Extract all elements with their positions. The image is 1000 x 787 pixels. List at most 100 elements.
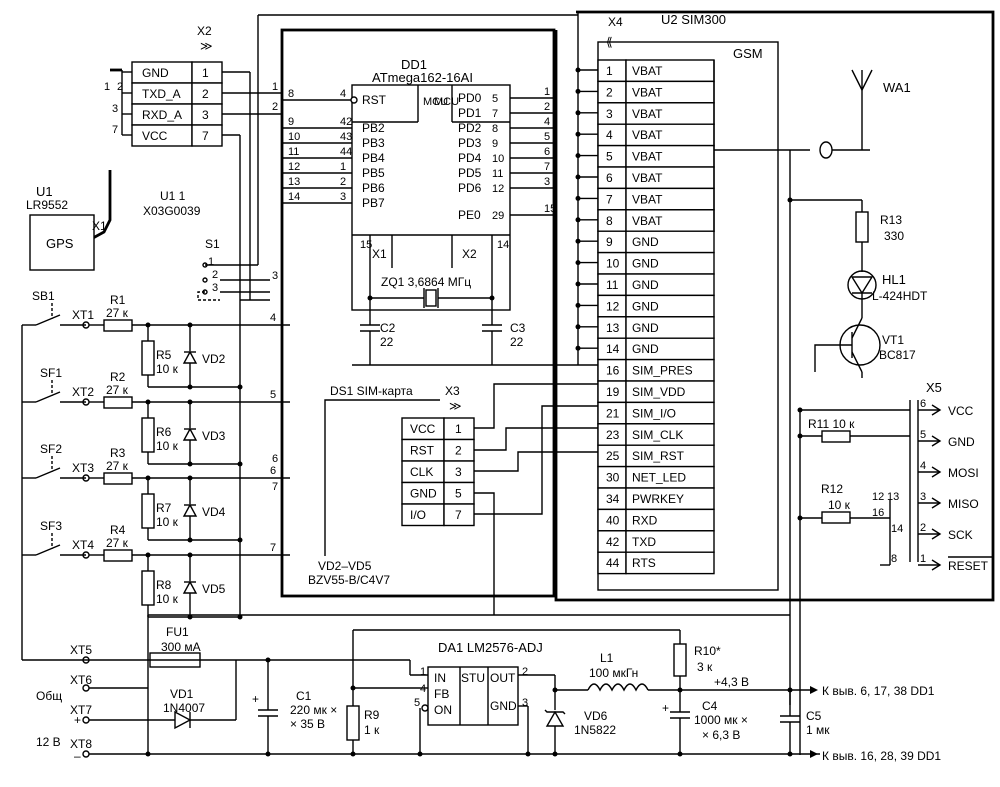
svg-text:R10*: R10* [694,644,721,658]
x3-pin-num: 3 [455,465,462,479]
svg-text:ON: ON [434,703,452,717]
x2-pin-num: 3 [202,108,209,122]
x5-pin-num: 2 [920,522,926,534]
u2-pin-label: VBAT [632,107,663,121]
svg-text:3: 3 [212,282,218,294]
dd1-pin-num: 1 [340,161,346,173]
u2-pin-label: VBAT [632,64,663,78]
gps-cable [92,170,112,240]
svg-text:7: 7 [270,542,276,554]
u2-pin-label: GND [632,235,659,249]
u2-pin-num: 9 [606,235,613,249]
svg-text:3: 3 [272,270,278,282]
svg-text:L-424HDT: L-424HDT [872,289,928,303]
u2-pin-num: 7 [606,192,613,206]
u2-pin-label: VBAT [632,85,663,99]
svg-text:R6: R6 [156,425,172,439]
x3-pin-label: VCC [410,422,436,436]
svg-text:8: 8 [891,553,897,565]
dd1-pin-num: 2 [340,176,346,188]
x5-pin-label: MISO [948,497,979,511]
dd1-wire: 7 [544,161,550,173]
u2-pin-num: 30 [606,471,620,485]
dd1-x2: X2 [462,247,477,261]
diode-label: VD4 [202,505,226,519]
u2-pin-label: SIM_CLK [632,428,683,442]
svg-text:1N5822: 1N5822 [574,723,616,737]
u2-pin-label: NET_LED [632,471,686,485]
dd1-pin-label: PB6 [362,181,385,195]
dd1-pin-num: 43 [340,131,352,143]
x5-pin-label: MOSI [948,466,979,480]
svg-text:C1: C1 [296,689,312,703]
svg-text:10 к: 10 к [156,362,179,376]
dd1-pin-num: 44 [340,146,352,158]
u2-pin-label: VBAT [632,192,663,206]
diode-label: VD2 [202,352,226,366]
svg-text:OUT: OUT [490,671,516,685]
svg-text:U1 1: U1 1 [160,189,186,203]
svg-text:≫: ≫ [200,39,213,53]
svg-text:XT7: XT7 [70,703,92,717]
svg-text:S1: S1 [205,237,220,251]
x3-pin-num: 7 [455,508,462,522]
svg-text:10 к: 10 к [828,498,851,512]
svg-text:R7: R7 [156,501,172,515]
zq1-label: ZQ1 3,6864 МГц [381,275,471,289]
x5-pin-num: 5 [920,429,926,441]
switch-label: SF2 [40,442,62,456]
svg-text:X1: X1 [92,219,107,233]
svg-text:R4: R4 [110,523,126,537]
svg-text:22: 22 [510,335,524,349]
svg-text:U1: U1 [36,184,53,199]
svg-text:2: 2 [522,666,528,678]
u2-pin-num: 21 [606,406,620,420]
dd1-pin-num: 7 [492,108,498,120]
dd1-pin-label: PD0 [458,91,482,105]
dd1-pin-label: PB7 [362,196,385,210]
x4-label: X4 [608,15,623,29]
u2-pin-label: RTS [632,556,656,570]
svg-text:100 мкГн: 100 мкГн [589,666,638,680]
svg-text:300 мА: 300 мА [161,640,201,654]
u2-pin-label: GND [632,278,659,292]
gps-box [29,214,95,271]
svg-text:+: + [662,701,669,715]
u2-pin-num: 1 [606,64,613,78]
u2-pin-num: 3 [606,107,613,121]
svg-text:C2: C2 [380,321,396,335]
dd1-wire: 10 [288,131,300,143]
svg-text:+: + [74,713,81,727]
u2-pin-label: PWRKEY [632,492,684,506]
svg-text:12 В: 12 В [36,735,61,749]
u2-pin-num: 25 [606,449,620,463]
dd1-pin-label: PD4 [458,151,482,165]
svg-text:VD6: VD6 [584,709,608,723]
svg-text:MCU: MCU [434,96,459,108]
u2-pin-num: 6 [606,171,613,185]
dd1-pin-num: 4 [340,88,346,100]
svg-text:1000 мк ×: 1000 мк × [694,713,748,727]
svg-text:BZV55-B/C4V7: BZV55-B/C4V7 [308,573,390,587]
svg-text:6: 6 [272,453,278,465]
dd1-pin-num: 9 [492,138,498,150]
dd1-pin-label: PD6 [458,181,482,195]
svg-text:1: 1 [272,81,278,93]
x3-pin-num: 5 [455,487,462,501]
svg-text:27 к: 27 к [106,306,129,320]
svg-text:R8: R8 [156,578,172,592]
svg-text:5: 5 [270,389,276,401]
svg-text:Общ: Общ [36,689,62,703]
u2-pin-num: 10 [606,257,620,271]
dd1-mcu: MCU [423,96,448,108]
x3-pin-label: RST [410,444,435,458]
u2-pin-label: SIM_PRES [632,364,693,378]
dd1-pin-label: RST [362,93,387,107]
x2-pin-label: VCC [142,129,168,143]
svg-text:7: 7 [272,481,278,493]
svg-text:VT1: VT1 [882,333,904,347]
svg-text:10 к: 10 к [156,439,179,453]
svg-text:R9: R9 [364,708,380,722]
dd1-pin-label: PB4 [362,151,385,165]
